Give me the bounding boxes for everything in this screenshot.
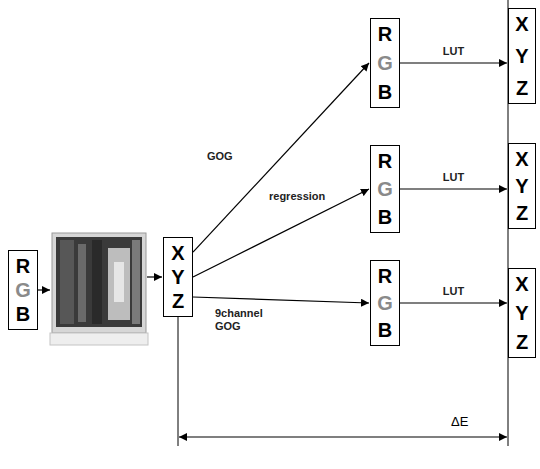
channel-box: RGB	[370, 145, 400, 233]
measure-arrow	[147, 276, 162, 277]
channel-letter: R	[378, 150, 392, 172]
flow-arrow	[400, 302, 507, 303]
channel-letter: B	[16, 303, 30, 325]
difference-label: ΔE	[450, 414, 469, 430]
method-label: LUT	[442, 171, 465, 184]
channel-letter: R	[378, 23, 392, 45]
channel-letter: X	[515, 13, 528, 35]
channel-letter: B	[378, 206, 392, 228]
channel-letter: G	[377, 52, 393, 74]
channel-letter: Z	[516, 331, 528, 353]
channel-letter: R	[16, 255, 30, 277]
method-label: LUT	[442, 285, 465, 298]
channel-box: XYZ	[163, 237, 193, 317]
channel-letter: Z	[516, 77, 528, 99]
flow-arrow	[193, 297, 369, 303]
flow-arrow	[400, 188, 507, 189]
method-label: regression	[268, 190, 326, 203]
method-label: LUT	[442, 45, 465, 58]
monitor-picture	[50, 233, 148, 345]
method-label: GOG	[206, 150, 234, 163]
flow-arrow	[400, 62, 507, 63]
method-label: 9channel GOG	[214, 307, 270, 333]
channel-letter: B	[378, 81, 392, 103]
channel-letter: Y	[515, 302, 528, 324]
channel-letter: Z	[516, 202, 528, 224]
channel-box: XYZ	[508, 8, 536, 104]
channel-box: XYZ	[508, 143, 536, 229]
channel-box: RGB	[8, 250, 38, 330]
input-arrow	[38, 289, 50, 290]
channel-letter: X	[515, 148, 528, 170]
channel-letter: G	[377, 178, 393, 200]
channel-letter: X	[171, 242, 184, 264]
channel-letter: G	[15, 279, 31, 301]
leader-line	[178, 317, 179, 446]
channel-letter: Y	[171, 266, 184, 288]
channel-letter: Z	[172, 290, 184, 312]
difference-arrow	[179, 436, 507, 437]
channel-box: RGB	[370, 260, 400, 346]
channel-box: RGB	[370, 18, 400, 108]
channel-letter: Y	[515, 45, 528, 67]
channel-letter: R	[378, 265, 392, 287]
channel-letter: B	[378, 319, 392, 341]
channel-letter: X	[515, 273, 528, 295]
flow-arrow	[193, 63, 369, 252]
channel-box: XYZ	[508, 268, 536, 358]
channel-letter: Y	[515, 175, 528, 197]
channel-letter: G	[377, 292, 393, 314]
flow-arrow	[193, 189, 369, 277]
